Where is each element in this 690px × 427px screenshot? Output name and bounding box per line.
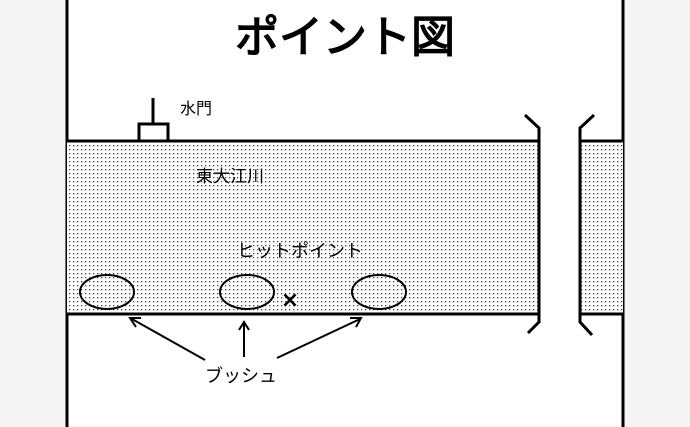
arrowhead-1 <box>128 317 141 328</box>
hit-point-marker: × <box>281 288 299 313</box>
arrowhead-2 <box>238 320 250 331</box>
gate-label: 水門 <box>180 99 212 118</box>
river-main <box>67 141 539 314</box>
bush-label: ブッシュ <box>205 365 277 387</box>
bush-3 <box>351 274 407 310</box>
bush-2 <box>219 274 275 310</box>
river-continued <box>580 141 623 314</box>
title: ポイント図 <box>235 12 455 63</box>
gate-icon <box>137 122 170 143</box>
bush-1 <box>79 274 135 310</box>
arrow-1 <box>131 318 206 361</box>
river-label: 東大江川 <box>196 167 264 187</box>
break-mark-right <box>578 113 596 337</box>
bush-arrows <box>128 317 363 361</box>
break-mark-left <box>523 113 541 335</box>
arrow-3 <box>276 318 361 359</box>
arrowhead-3 <box>350 317 363 328</box>
hit-point-label: ヒットポイント <box>237 241 363 262</box>
